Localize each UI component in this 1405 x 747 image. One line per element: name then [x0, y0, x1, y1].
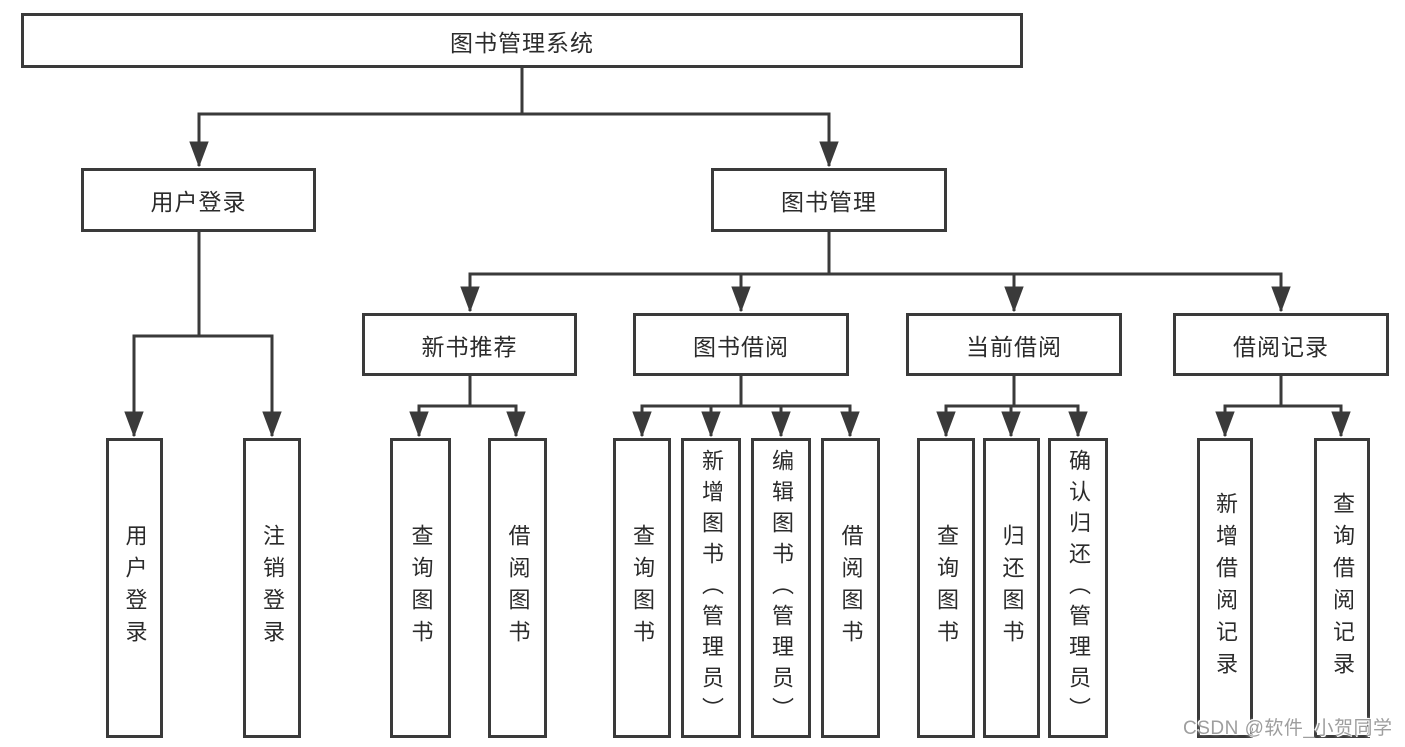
leaf-bb-edit-books-admin-label: 编辑图书（管理员） — [769, 448, 794, 728]
node-user-login: 用户登录 — [81, 168, 316, 232]
leaf-bb-borrow-books-label: 借阅图书 — [838, 524, 864, 652]
node-borrow-records-label: 借阅记录 — [1233, 333, 1329, 360]
leaf-nbr-query-books: 查询图书 — [390, 438, 451, 738]
node-book-mgmt: 图书管理 — [711, 168, 947, 232]
leaf-bb-add-books-admin-label: 新增图书（管理员） — [699, 448, 724, 728]
node-new-book-rec-label: 新书推荐 — [421, 333, 518, 360]
node-borrow-records: 借阅记录 — [1173, 313, 1389, 376]
leaf-nbr-borrow-books: 借阅图书 — [488, 438, 547, 738]
leaf-cb-return-books-label: 归还图书 — [999, 524, 1025, 652]
node-new-book-rec: 新书推荐 — [362, 313, 577, 376]
leaf-cb-query-books-label: 查询图书 — [934, 524, 959, 652]
node-current-borrow-label: 当前借阅 — [966, 333, 1062, 360]
leaf-br-add-record: 新增借阅记录 — [1197, 438, 1253, 738]
node-book-mgmt-label: 图书管理 — [781, 189, 877, 215]
node-root-label: 图书管理系统 — [450, 29, 594, 56]
leaf-nbr-query-books-label: 查询图书 — [408, 524, 434, 652]
leaf-cb-return-books: 归还图书 — [983, 438, 1040, 738]
leaf-bb-query-books-label: 查询图书 — [630, 524, 655, 652]
leaf-nbr-borrow-books-label: 借阅图书 — [505, 524, 531, 652]
csdn-watermark: CSDN @软件_小贺同学 — [1183, 718, 1393, 739]
leaf-logout-label: 注销登录 — [260, 524, 285, 652]
leaf-cb-query-books: 查询图书 — [917, 438, 975, 738]
node-root: 图书管理系统 — [21, 13, 1023, 68]
leaf-user-login: 用户登录 — [106, 438, 163, 738]
leaf-bb-add-books-admin: 新增图书（管理员） — [681, 438, 741, 738]
node-current-borrow: 当前借阅 — [906, 313, 1122, 376]
leaf-bb-query-books: 查询图书 — [613, 438, 671, 738]
leaf-user-login-label: 用户登录 — [122, 524, 148, 652]
leaf-br-query-record: 查询借阅记录 — [1314, 438, 1370, 738]
leaf-cb-confirm-return-admin: 确认归还（管理员） — [1048, 438, 1108, 738]
node-book-borrow: 图书借阅 — [633, 313, 849, 376]
node-book-borrow-label: 图书借阅 — [693, 333, 789, 360]
leaf-bb-edit-books-admin: 编辑图书（管理员） — [751, 438, 811, 738]
leaf-cb-confirm-return-admin-label: 确认归还（管理员） — [1066, 448, 1091, 728]
leaf-bb-borrow-books: 借阅图书 — [821, 438, 880, 738]
leaf-br-add-record-label: 新增借阅记录 — [1213, 492, 1238, 684]
leaf-br-query-record-label: 查询借阅记录 — [1330, 492, 1355, 684]
node-user-login-label: 用户登录 — [150, 189, 247, 215]
leaf-logout: 注销登录 — [243, 438, 301, 738]
